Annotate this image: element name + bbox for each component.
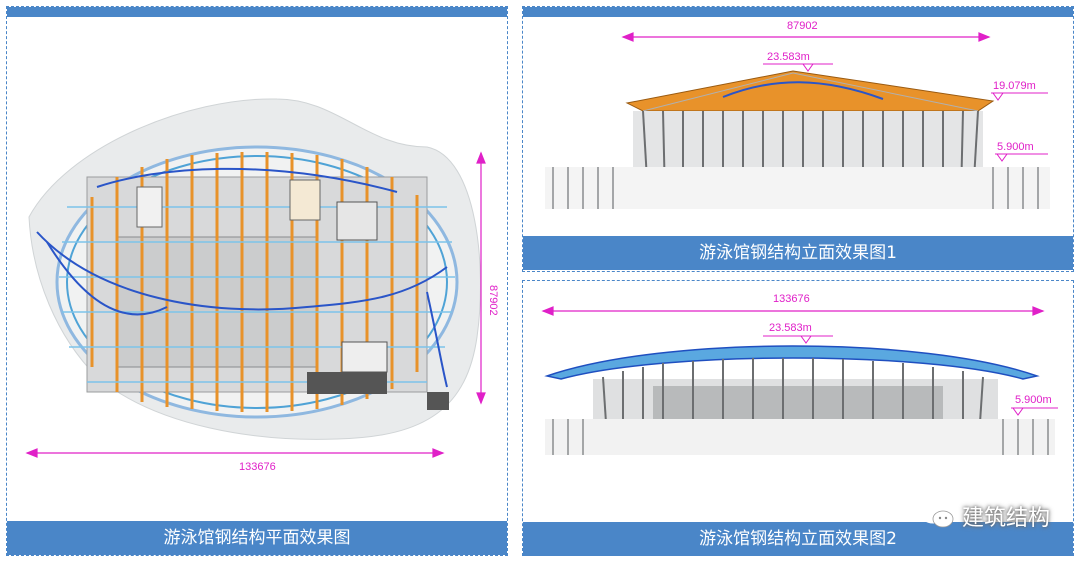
plan-view-caption: 游泳馆钢结构平面效果图 xyxy=(7,521,507,555)
panel-top-bar xyxy=(523,7,1073,17)
elevation-1-caption: 游泳馆钢结构立面效果图1 xyxy=(523,236,1073,270)
elevation-2-drawing: 133676 23.583m 5.900m xyxy=(541,293,1058,455)
plan-view-panel: 133676 87902 游泳馆钢结构平面效果图 xyxy=(6,6,508,556)
watermark: 建筑结构 xyxy=(919,500,1050,532)
elev2-level-base: 5.900m xyxy=(1015,394,1052,406)
watermark-text: 建筑结构 xyxy=(961,506,1050,531)
plan-dim-vertical: 87902 xyxy=(487,285,499,316)
wechat-icon xyxy=(919,502,954,528)
elevation-2-panel: 133676 23.583m 5.900m xyxy=(522,280,1074,556)
elevation-1-panel: 87902 23.583m 19.079m 5.900m xyxy=(522,6,1074,272)
elev1-level-top: 23.583m xyxy=(767,51,810,63)
plan-view-drawing: 133676 87902 xyxy=(25,98,499,473)
elev1-dim-horizontal: 87902 xyxy=(787,20,818,32)
panel-top-bar xyxy=(7,7,507,17)
elev1-level-base: 5.900m xyxy=(997,141,1034,153)
elevation-2-caption: 游泳馆钢结构立面效果图2 xyxy=(523,522,1073,556)
elevation-1-drawing: 87902 23.583m 19.079m 5.900m xyxy=(545,20,1050,209)
plan-dim-horizontal: 133676 xyxy=(239,461,276,473)
elev2-level-top: 23.583m xyxy=(769,322,812,334)
elev2-dim-horizontal: 133676 xyxy=(773,293,810,305)
elev1-level-eave: 19.079m xyxy=(993,80,1036,92)
